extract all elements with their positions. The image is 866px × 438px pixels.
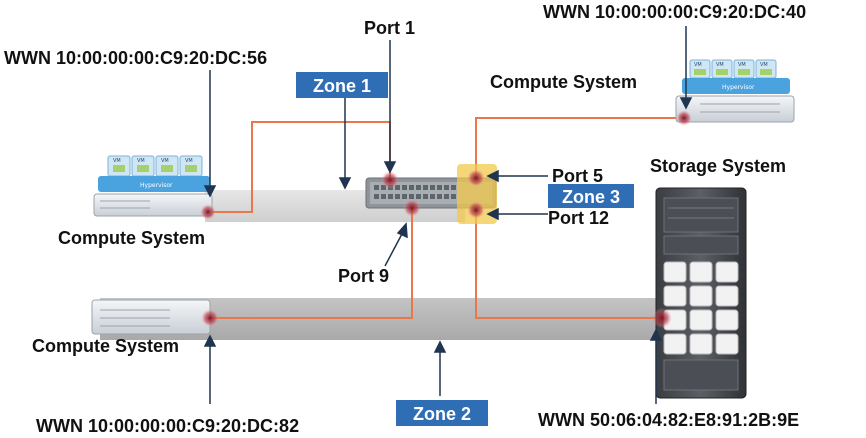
svg-text:Hypervisor: Hypervisor bbox=[722, 84, 755, 91]
link-port12-to-storage bbox=[475, 210, 662, 319]
zone1-label-bg bbox=[296, 72, 388, 98]
vm-icons: VM VM VM VM bbox=[107, 155, 203, 177]
zone1-label: Zone 1 bbox=[313, 76, 371, 96]
svg-text:VM: VM bbox=[738, 62, 746, 68]
zone3-highlight bbox=[457, 164, 497, 224]
pointer-arrows bbox=[203, 26, 693, 404]
svg-text:VM: VM bbox=[694, 62, 702, 68]
wwn-storage-label: WWN 50:06:04:82:E8:91:2B:9E bbox=[538, 410, 799, 430]
wwn-bottom-left-label: WWN 10:00:00:00:C9:20:DC:82 bbox=[36, 416, 299, 436]
port1-label: Port 1 bbox=[364, 18, 415, 38]
link-top-right-to-port5 bbox=[475, 117, 686, 178]
compute-system-top-right-label: Compute System bbox=[490, 72, 637, 92]
port12-label: Port 12 bbox=[548, 208, 609, 228]
zone2-label-bg bbox=[396, 400, 488, 426]
port5-dot bbox=[467, 169, 485, 187]
port12-dot bbox=[467, 201, 485, 219]
hba-dot-top-right bbox=[676, 110, 692, 126]
svg-text:VM: VM bbox=[161, 158, 169, 164]
port5-label: Port 5 bbox=[552, 166, 603, 186]
compute-system-top-left: VM VM VM VM Hypervisor bbox=[93, 155, 213, 217]
link-port9-to-bottom-left bbox=[210, 208, 413, 319]
svg-text:Hypervisor: Hypervisor bbox=[140, 182, 173, 189]
port9-label: Port 9 bbox=[338, 266, 389, 286]
storage-system-label: Storage System bbox=[650, 156, 786, 176]
hypervisor-layer bbox=[98, 176, 210, 192]
hba-dot-top-left bbox=[200, 204, 216, 220]
compute-system-top-left-label: Compute System bbox=[58, 228, 205, 248]
svg-text:VM: VM bbox=[185, 158, 193, 164]
compute-system-top-right: VM VM VM VM Hypervisor bbox=[675, 59, 795, 123]
compute-system-bottom-left-label: Compute System bbox=[32, 336, 179, 356]
zone2-label: Zone 2 bbox=[413, 404, 471, 424]
compute-system-bottom-left bbox=[91, 299, 211, 335]
storage-port-dot bbox=[652, 308, 672, 328]
zone3-label: Zone 3 bbox=[562, 187, 620, 207]
svg-text:VM: VM bbox=[760, 62, 768, 68]
port1-dot bbox=[381, 171, 399, 189]
wwn-top-right-label: WWN 10:00:00:00:C9:20:DC:40 bbox=[543, 2, 806, 22]
svg-text:VM: VM bbox=[113, 158, 121, 164]
svg-text:VM: VM bbox=[716, 62, 724, 68]
wwn-top-left-label: WWN 10:00:00:00:C9:20:DC:56 bbox=[4, 48, 267, 68]
hba-dot-bottom-left bbox=[201, 309, 219, 327]
svg-text:VM: VM bbox=[137, 158, 145, 164]
storage-system bbox=[655, 187, 747, 399]
zone3-label-bg bbox=[548, 184, 634, 208]
port9-dot bbox=[403, 199, 421, 217]
